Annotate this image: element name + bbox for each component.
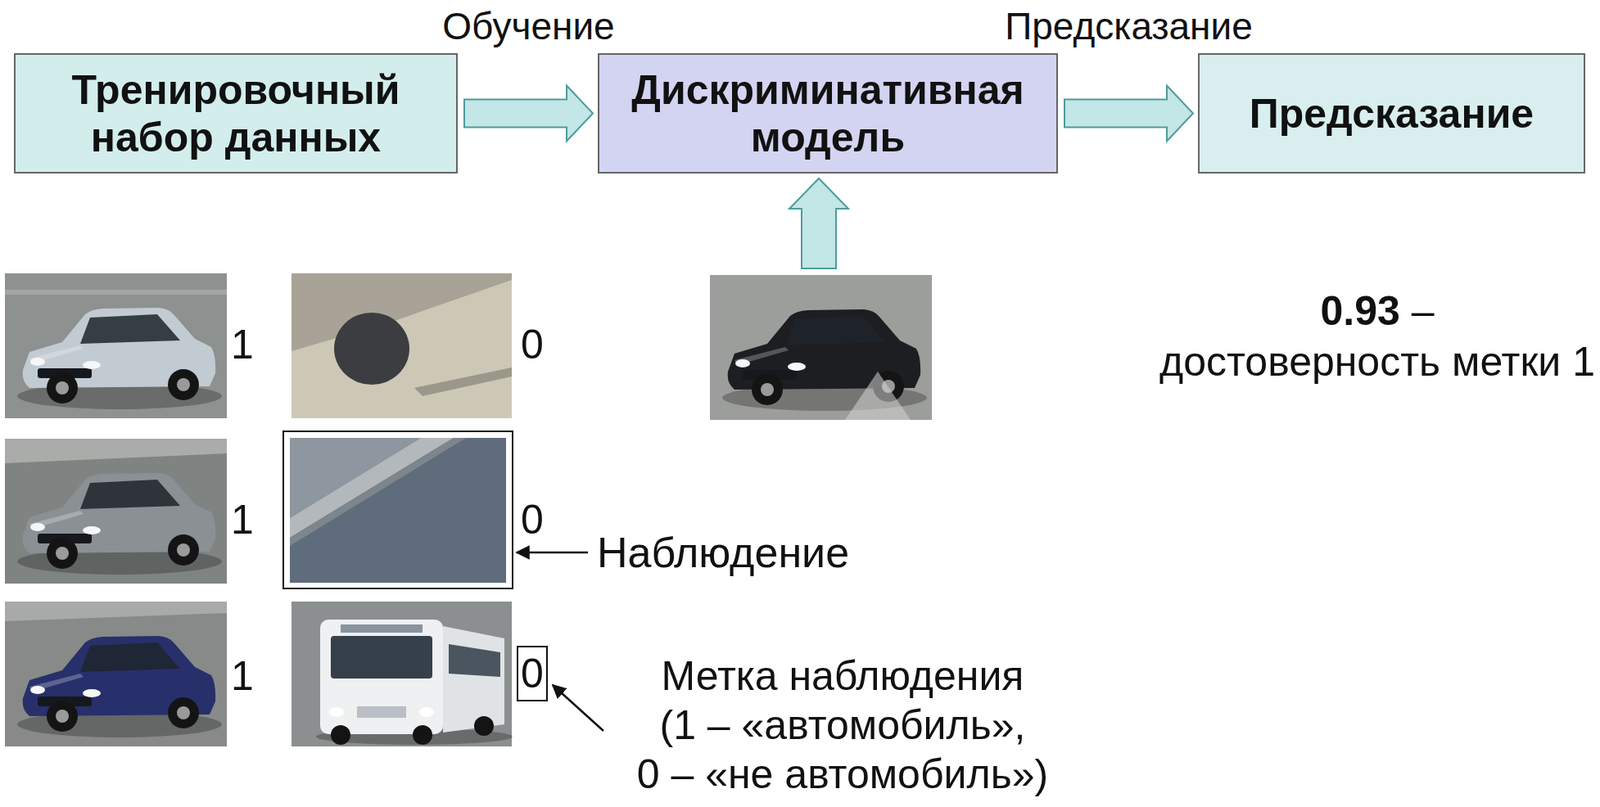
class-label: 1 bbox=[230, 495, 254, 545]
process-box: Предсказание bbox=[1197, 53, 1586, 174]
class-label: 1 bbox=[230, 320, 254, 370]
photo-ground bbox=[709, 275, 932, 421]
node-text: Тренировочный набор данных bbox=[71, 66, 400, 162]
headlight bbox=[329, 707, 344, 718]
input-arrow bbox=[789, 178, 849, 269]
bus-sign bbox=[340, 624, 423, 633]
photo-ground bbox=[4, 438, 227, 584]
class-label: 0 bbox=[520, 320, 544, 370]
wheel bbox=[412, 725, 433, 746]
node-text: Предсказание bbox=[1249, 90, 1534, 138]
photo-ground bbox=[4, 273, 227, 419]
class-label: 0 bbox=[520, 495, 544, 545]
road-photo bbox=[289, 438, 507, 584]
bus-windshield bbox=[330, 636, 433, 679]
car-figure bbox=[17, 636, 222, 738]
wheel bbox=[474, 716, 494, 737]
class-label: 1 bbox=[230, 651, 254, 701]
car-photo bbox=[4, 273, 227, 419]
curb bbox=[4, 438, 227, 464]
callout-text: Наблюдение bbox=[596, 527, 850, 579]
car-photo bbox=[4, 601, 227, 747]
confidence-note: 0.93 – достоверность метки 1 bbox=[1159, 285, 1596, 389]
process-box: Дискриминативная модель bbox=[597, 53, 1058, 174]
photo-ground bbox=[4, 601, 227, 747]
shadow bbox=[414, 367, 512, 397]
photo-ground bbox=[291, 601, 512, 747]
car-figure bbox=[722, 309, 927, 412]
curb bbox=[4, 601, 227, 622]
edge-label: Предсказание bbox=[1004, 5, 1253, 48]
bus-side bbox=[442, 626, 505, 733]
bus-front bbox=[320, 619, 443, 735]
block-arrow bbox=[1064, 85, 1194, 142]
car-figure bbox=[17, 473, 222, 575]
road-mark bbox=[4, 289, 227, 295]
edge-label: Обучение bbox=[442, 5, 615, 48]
bus-window bbox=[448, 644, 501, 678]
photo-ground bbox=[291, 273, 512, 419]
node-text: Дискриминативная модель bbox=[631, 66, 1024, 162]
bus-photo bbox=[291, 601, 513, 747]
car-figure bbox=[17, 307, 222, 410]
glare bbox=[845, 371, 911, 421]
highlight-box: 0 bbox=[516, 646, 548, 702]
block-arrow bbox=[464, 85, 593, 142]
car-photo bbox=[709, 275, 932, 421]
bus-grille bbox=[357, 706, 407, 719]
highlight-frame bbox=[283, 431, 513, 589]
callout-text: Метка наблюдения (1 – «автомобиль», 0 – … bbox=[637, 651, 1049, 800]
headlight bbox=[419, 707, 434, 718]
process-box: Тренировочный набор данных bbox=[13, 53, 458, 174]
manhole-figure bbox=[334, 312, 410, 385]
leader-line bbox=[516, 551, 588, 555]
manhole-photo bbox=[291, 273, 512, 419]
node-text: 0 bbox=[520, 650, 544, 698]
leader-line bbox=[552, 685, 604, 732]
photo-ground bbox=[289, 438, 507, 584]
wheel bbox=[330, 725, 351, 746]
curb-edge bbox=[289, 438, 466, 547]
car-photo bbox=[4, 438, 227, 584]
